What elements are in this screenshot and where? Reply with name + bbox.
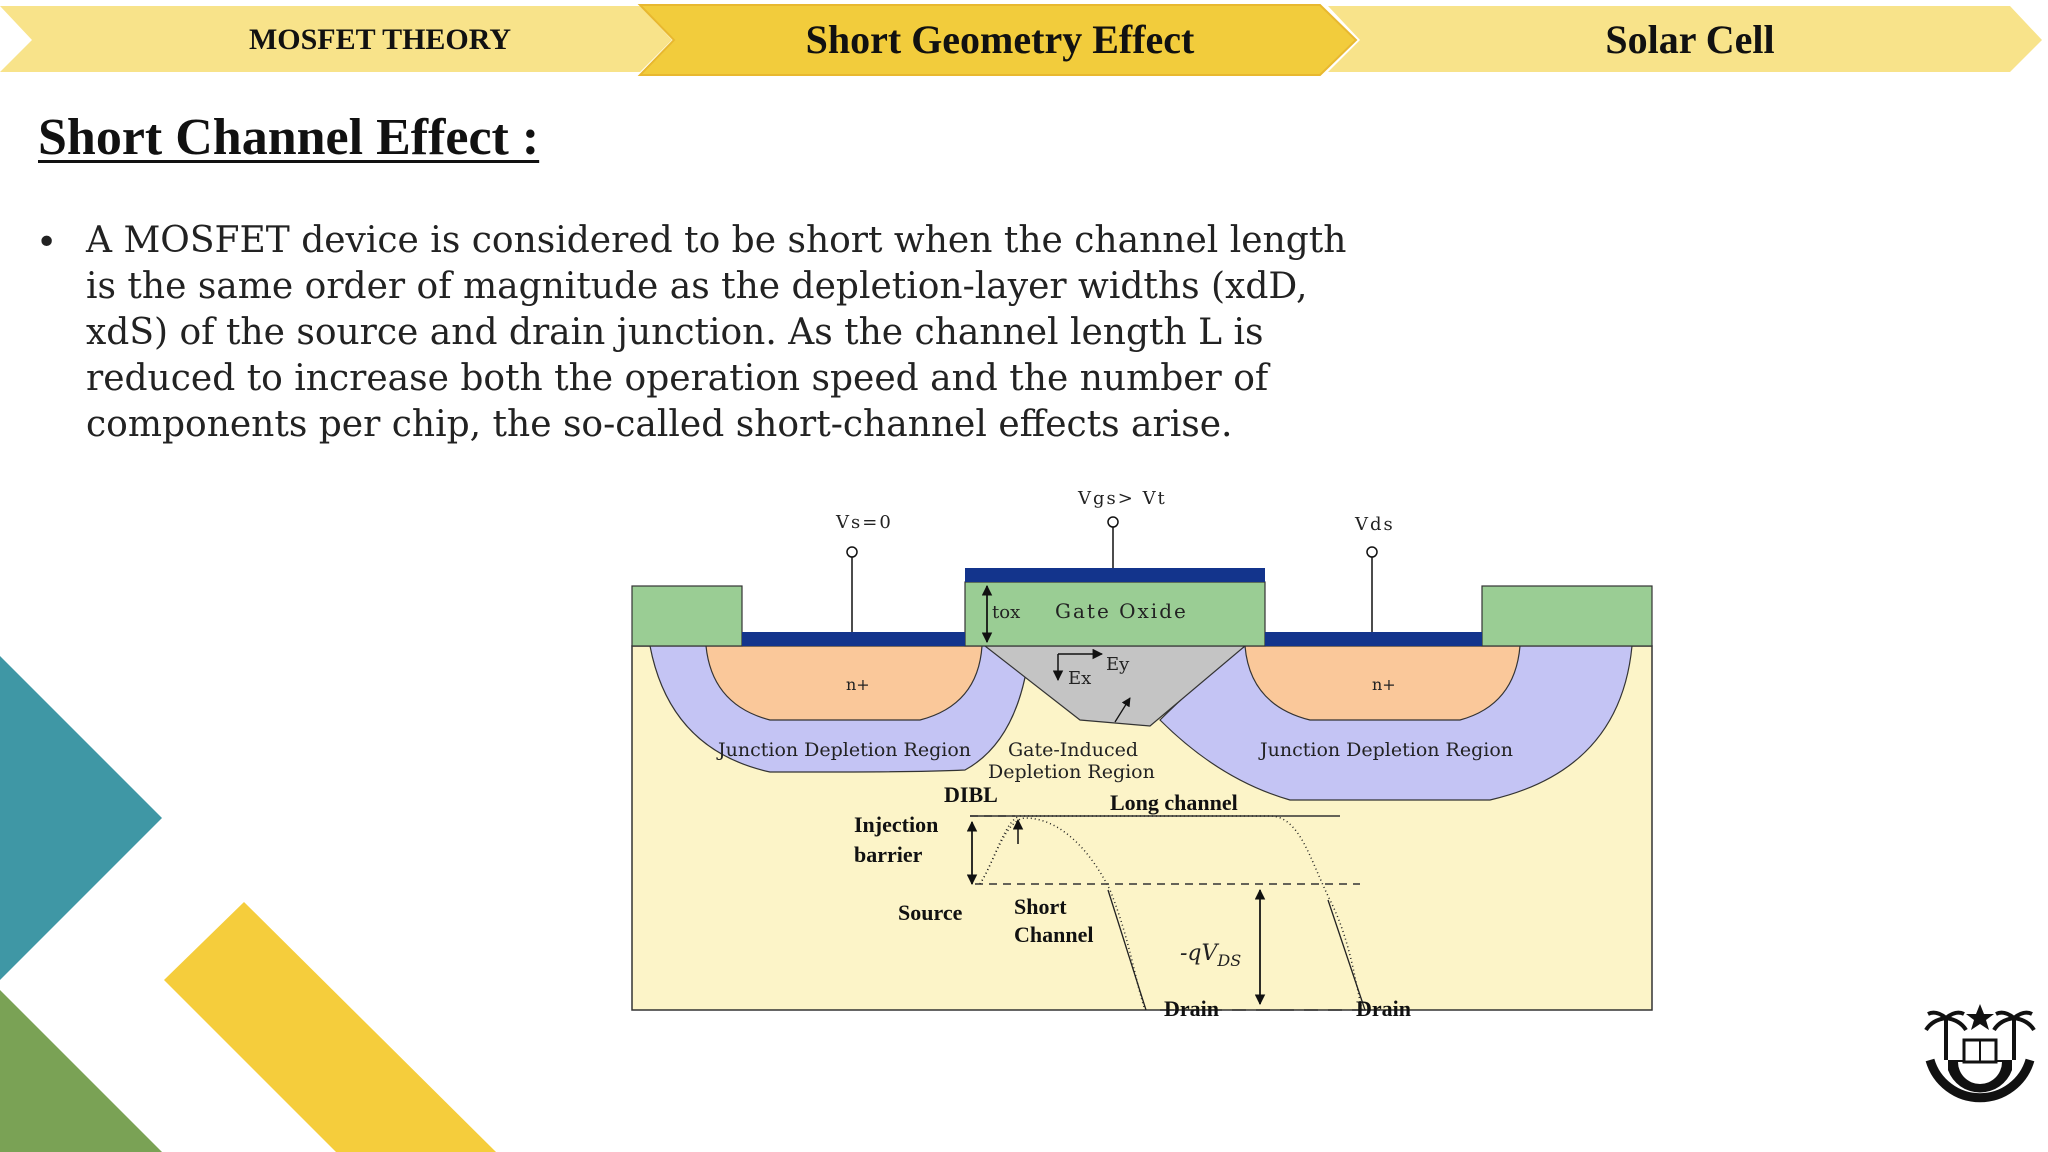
nav-chevron-1[interactable] bbox=[0, 6, 672, 72]
nav-chevron-3[interactable] bbox=[1328, 6, 2042, 72]
vs-label: Vs=0 bbox=[835, 512, 893, 533]
source-n-plus-region bbox=[705, 645, 983, 721]
injection-barrier-label-2: barrier bbox=[854, 842, 923, 867]
nav-chevron-2-active[interactable] bbox=[637, 4, 1358, 76]
tab-solar-cell[interactable]: Solar Cell bbox=[1605, 17, 1775, 62]
yellow-band-decoration bbox=[164, 902, 496, 1152]
gate-terminal bbox=[1107, 516, 1119, 528]
injection-barrier-label-1: Injection bbox=[854, 812, 938, 837]
bullet-marker: • bbox=[36, 222, 58, 263]
nav-bar bbox=[0, 4, 2042, 76]
junction-depletion-right-label: Junction Depletion Region bbox=[1258, 739, 1513, 761]
junction-depletion-left-label: Junction Depletion Region bbox=[716, 739, 971, 761]
green-triangle-decoration bbox=[0, 990, 162, 1152]
long-channel-label: Long channel bbox=[1110, 790, 1238, 815]
vgs-label: Vgs> Vt bbox=[1077, 488, 1167, 509]
mosfet-short-channel-diagram: Vs=0 Vgs> Vt Vds tox Gate Oxide Ey Ex n+… bbox=[631, 488, 1653, 1021]
gate-induced-label-1: Gate-Induced bbox=[1008, 739, 1138, 761]
short-channel-label-2: Channel bbox=[1014, 922, 1093, 947]
dibl-label: DIBL bbox=[944, 782, 998, 807]
drain-label-short: Drain bbox=[1164, 996, 1219, 1021]
gate-oxide-label: Gate Oxide bbox=[1055, 599, 1188, 623]
ey-label: Ey bbox=[1106, 654, 1130, 675]
field-oxide-left bbox=[631, 585, 743, 647]
short-channel-label-1: Short bbox=[1014, 894, 1067, 919]
field-oxide-right bbox=[1481, 585, 1653, 647]
n-plus-source-label: n+ bbox=[846, 675, 870, 694]
ex-label: Ex bbox=[1068, 668, 1091, 689]
vds-label: Vds bbox=[1354, 514, 1395, 535]
drain-n-plus-region bbox=[1244, 645, 1521, 721]
tab-mosfet-theory[interactable]: MOSFET THEORY bbox=[248, 23, 512, 56]
drain-contact-metal bbox=[1265, 632, 1482, 646]
bullet-paragraph: A MOSFET device is considered to be shor… bbox=[86, 220, 1347, 445]
teal-triangle-decoration bbox=[0, 656, 162, 980]
source-contact-metal bbox=[742, 632, 965, 646]
tab-short-geometry-effect[interactable]: Short Geometry Effect bbox=[805, 17, 1195, 62]
n-plus-drain-label: n+ bbox=[1372, 675, 1396, 694]
tox-label: tox bbox=[992, 602, 1020, 623]
university-emblem-icon bbox=[1924, 1004, 2036, 1103]
decorative-shapes bbox=[0, 656, 496, 1152]
gate-metal bbox=[965, 568, 1265, 582]
long-channel-band-curve bbox=[979, 815, 1363, 1011]
page-title: Short Channel Effect : bbox=[38, 109, 540, 166]
drain-terminal bbox=[1366, 546, 1378, 558]
source-label: Source bbox=[898, 900, 963, 925]
drain-label-long: Drain bbox=[1356, 996, 1411, 1021]
gate-induced-label-2: Depletion Region bbox=[988, 761, 1155, 783]
source-terminal bbox=[846, 546, 858, 558]
gate-oxide bbox=[964, 581, 1266, 647]
qvds-label: -qVDS bbox=[1180, 941, 1241, 970]
